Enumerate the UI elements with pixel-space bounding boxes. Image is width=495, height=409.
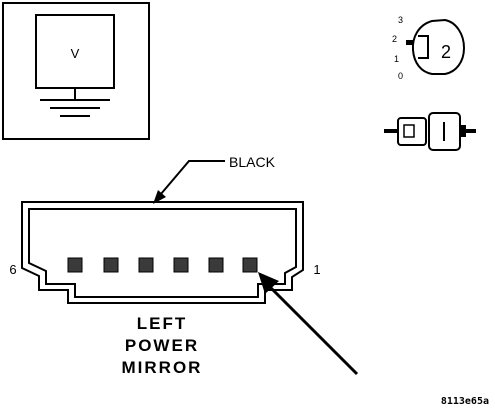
pin-label-right: 1 — [313, 262, 320, 277]
connector-color-label: BLACK — [229, 154, 276, 170]
pin-2 — [208, 257, 224, 273]
pin-pointer-arrowhead — [258, 272, 279, 294]
pin-pointer-arrow — [264, 281, 359, 376]
dial-position-3: 3 — [398, 15, 403, 25]
connector-name-line-1: LEFT — [137, 314, 188, 333]
pin-6 — [67, 257, 83, 273]
dial-pointer — [406, 40, 414, 45]
dial-position-1: 1 — [394, 54, 399, 64]
pin-5 — [103, 257, 119, 273]
dial-position-0: 0 — [398, 71, 403, 81]
voltmeter-symbol: V — [71, 46, 80, 61]
connector-housing — [21, 201, 304, 304]
pin-label-left: 6 — [9, 262, 16, 277]
plug-male-tip — [403, 124, 415, 138]
color-label-leader — [154, 160, 225, 202]
dial-selected-value: 2 — [441, 42, 451, 62]
pin-3 — [173, 257, 189, 273]
voltmeter-frame — [2, 2, 150, 140]
connector-name-line-2: POWER — [125, 336, 199, 355]
color-label-arrowhead — [153, 190, 166, 204]
pin-1 — [242, 257, 258, 273]
dial-notch — [418, 35, 429, 59]
housing-inner — [28, 208, 297, 298]
pin-4 — [138, 257, 154, 273]
dial-body — [411, 18, 466, 75]
connector-pins — [67, 257, 258, 273]
dial-position-2: 2 — [392, 34, 397, 44]
plug-icon — [384, 112, 476, 151]
figure-id: 8113e65a — [441, 396, 489, 407]
key-dial-icon: 3 2 1 0 2 — [392, 15, 466, 81]
plug-pin-right — [460, 125, 466, 137]
housing-outer — [21, 201, 304, 304]
connector-name-line-3: MIRROR — [122, 358, 203, 377]
voltmeter-panel: V — [2, 2, 150, 140]
